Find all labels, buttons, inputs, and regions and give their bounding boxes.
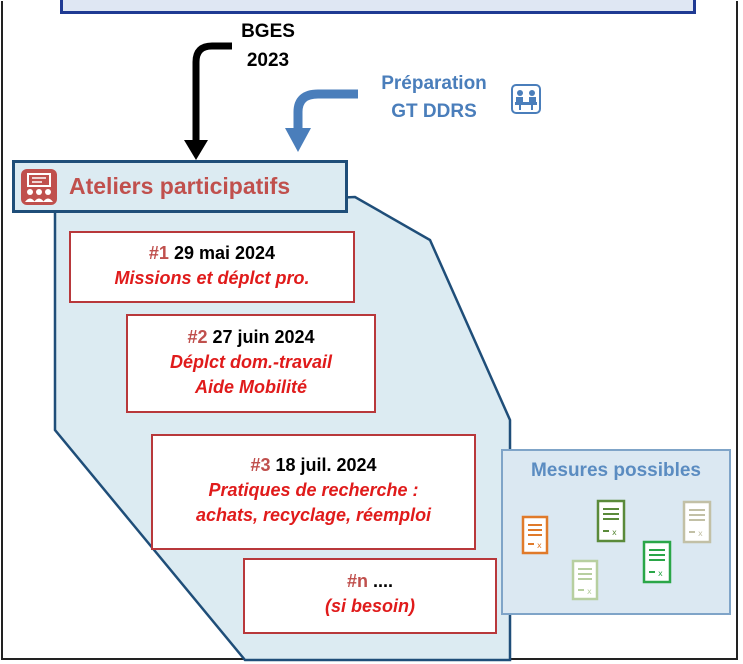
top-banner-edge (60, 0, 696, 14)
workshop-card-1: #1 29 mai 2024 Missions et déplct pro. (69, 231, 355, 303)
bges-arrowhead (184, 140, 208, 160)
prep-arrow (293, 89, 358, 138)
workshop-topic: achats, recyclage, réemploi (195, 505, 432, 525)
mesures-panel: Mesures possibles x x x x x (501, 449, 731, 615)
preparation-label: Préparation GT DDRS (358, 70, 510, 126)
meeting-icon (511, 84, 541, 114)
workshop-date: 18 juil. 2024 (275, 455, 377, 475)
workshop-topic: Aide Mobilité (195, 377, 307, 397)
document-icon: x (571, 559, 599, 606)
bges-line1: BGES (241, 21, 295, 42)
workshop-card-3: #3 18 juil. 2024 Pratiques de recherche … (151, 434, 476, 550)
workshop-topic: Déplct dom.-travail (169, 352, 333, 372)
prep-arrowhead (285, 128, 311, 152)
workshops-title: Ateliers participatifs (69, 173, 291, 199)
document-icon: x (682, 500, 712, 549)
prep-line1: Préparation (381, 73, 487, 94)
document-icon: x (642, 540, 672, 589)
workshop-topic: (si besoin) (324, 596, 415, 616)
workshop-number: #1 (148, 243, 169, 263)
workshop-topic: Missions et déplct pro. (114, 268, 310, 288)
workshops-header: Ateliers participatifs (12, 160, 348, 213)
workshop-number: #2 (187, 327, 208, 347)
workshop-date: 27 juin 2024 (212, 327, 315, 347)
document-icon: x (521, 515, 549, 560)
prep-line2: GT DDRS (391, 101, 477, 122)
bges-line2: 2023 (246, 50, 290, 71)
svg-text:x: x (658, 569, 663, 578)
workshop-topic: Pratiques de recherche : (208, 480, 419, 500)
bges-arrow (192, 42, 232, 148)
svg-text:x: x (612, 528, 617, 537)
workshop-date: .... (373, 571, 394, 591)
bges-label: BGES 2023 (238, 17, 298, 75)
workshop-number: #3 (250, 455, 271, 475)
svg-text:x: x (587, 587, 592, 596)
workshop-number: #n (346, 571, 368, 591)
workshop-card-2: #2 27 juin 2024 Déplct dom.-travail Aide… (126, 314, 376, 413)
mesures-title: Mesures possibles (530, 460, 702, 481)
presentation-group-icon (21, 169, 57, 205)
svg-text:x: x (698, 529, 703, 538)
document-icon: x (596, 499, 626, 548)
workshop-card-n: #n .... (si besoin) (243, 558, 497, 634)
workshop-date: 29 mai 2024 (173, 243, 276, 263)
svg-text:x: x (537, 541, 542, 550)
